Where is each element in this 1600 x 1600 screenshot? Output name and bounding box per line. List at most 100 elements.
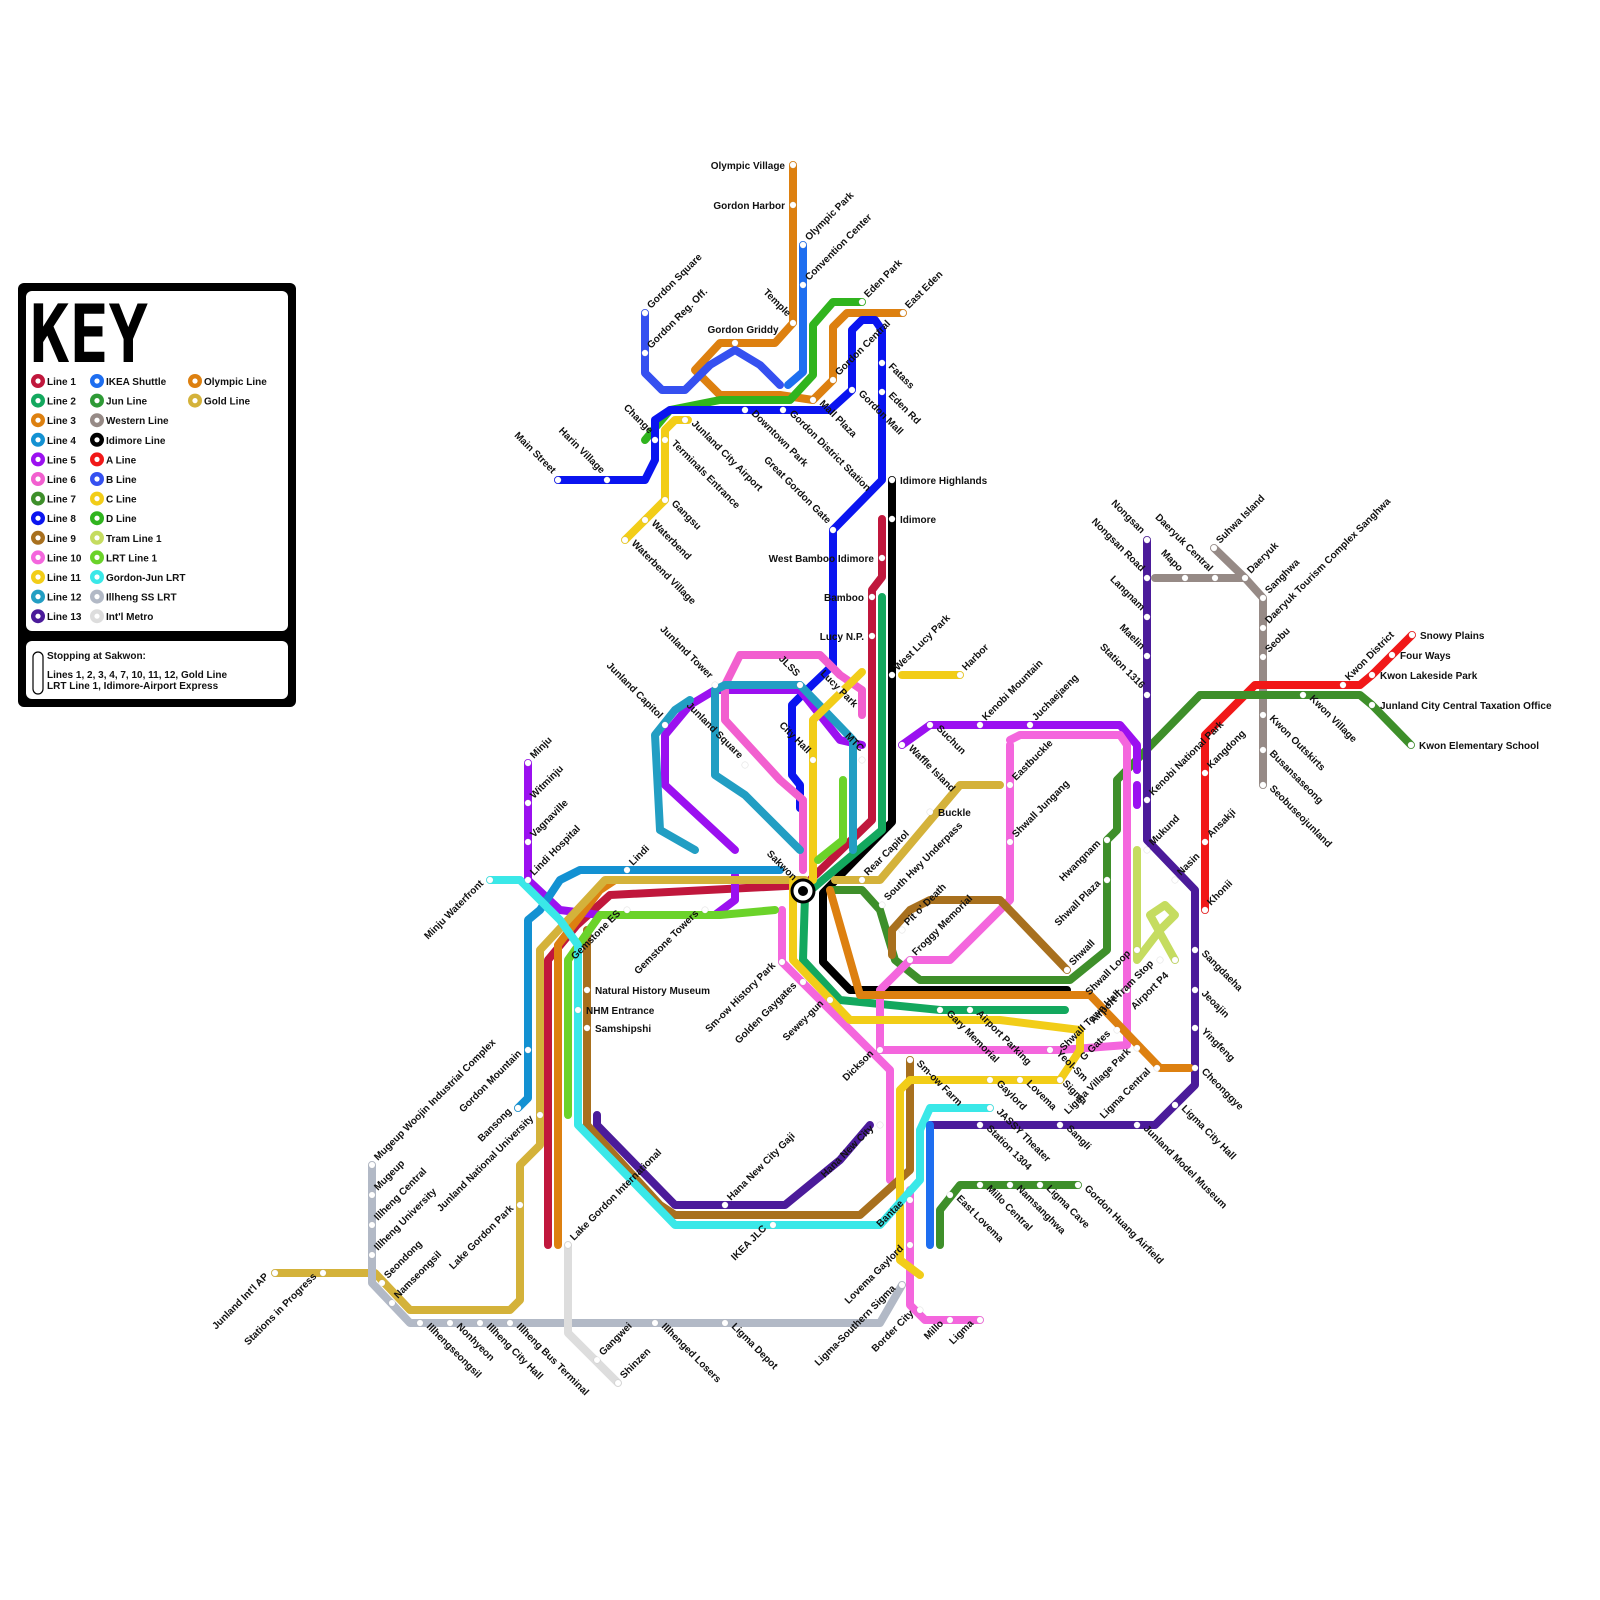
line-lrt-line-1-north[interactable] [814, 776, 847, 864]
station-dot [986, 1076, 994, 1084]
station-label: Daeryuk Tourism Complex Sanghwa [1263, 496, 1393, 626]
station-dot [614, 1379, 622, 1387]
station-hana-new-city-gaji[interactable]: Hana New City Gaji [721, 1131, 798, 1209]
line-line-5-north[interactable] [661, 686, 866, 854]
station-snowy-plains[interactable]: Snowy Plains [1408, 631, 1485, 642]
line-idimore-line[interactable] [819, 476, 1071, 994]
station-nhm-entrance[interactable]: NHM Entrance [574, 1006, 655, 1017]
line-line-9-east[interactable] [888, 896, 1071, 974]
station-minju-waterfront[interactable]: Minju Waterfront [422, 876, 494, 942]
line-line-9[interactable] [583, 926, 914, 1219]
station-cheonggye[interactable]: Cheonggye [1191, 1064, 1246, 1113]
station-hwangnam[interactable]: Hwangnam [1058, 836, 1111, 884]
station-eastbuckle[interactable]: Eastbuckle [1006, 738, 1056, 789]
line-line-11-north[interactable] [809, 668, 866, 884]
line-int-l-metro[interactable] [564, 1241, 622, 1387]
station-kwon-elementary-school[interactable]: Kwon Elementary School [1407, 741, 1539, 752]
station-label: Junland City Central Taxation Office [1380, 701, 1552, 712]
station-east-eden[interactable]: East Eden [899, 269, 946, 317]
station-bamboo[interactable]: Bamboo [824, 593, 876, 604]
line-line-6-south[interactable] [721, 686, 807, 874]
line-line-12-west[interactable] [651, 696, 699, 854]
station-dot [789, 201, 797, 209]
line-gold-line-east[interactable] [831, 781, 1004, 884]
station-dot [1201, 906, 1209, 914]
station-mugeup-woojin-industrial-complex[interactable]: Mugeup Woojin Industrial Complex [368, 1037, 499, 1169]
line-olympic-line[interactable] [691, 161, 907, 404]
station-great-gordon-gate[interactable]: Great Gordon Gate [761, 455, 837, 534]
station-buckle[interactable]: Buckle [926, 808, 971, 819]
station-convention-center[interactable]: Convention Center [799, 212, 875, 289]
station-lake-gordon-park[interactable]: Lake Gordon Park [447, 1201, 524, 1272]
station-junland-city-central-taxation-office[interactable]: Junland City Central Taxation Office [1368, 701, 1552, 712]
line-line-4[interactable] [514, 866, 784, 1112]
line-western-line-branch[interactable] [1210, 544, 1249, 582]
station-samshipshi[interactable]: Samshipshi [583, 1024, 652, 1035]
line-gordon-jun-lrt[interactable] [486, 876, 994, 1229]
station-gary-memorial[interactable]: Gary Memorial [936, 1006, 1001, 1066]
legend-label: D Line [106, 514, 137, 525]
legend-swatch-center [35, 574, 41, 580]
line-c-line[interactable] [621, 416, 692, 544]
station-label: Main Street [512, 430, 558, 476]
station-sm-ow-history-park[interactable]: Sm-ow History Park [704, 958, 786, 1035]
station-idimore-highlands[interactable]: Idimore Highlands [888, 476, 988, 487]
station-junland-tower[interactable]: Junland Tower [658, 624, 719, 689]
station-sangdaeha[interactable]: Sangdaeha [1191, 946, 1245, 994]
station-kwon-village[interactable]: Kwon Village [1299, 691, 1359, 746]
station-illhengseongsil[interactable]: Illhengseongsil [416, 1319, 483, 1381]
station-dot [721, 1201, 729, 1209]
station-ligma-city-hall[interactable]: Ligma City Hall [1171, 1101, 1238, 1163]
station-four-ways[interactable]: Four Ways [1388, 651, 1451, 662]
line-line-8[interactable] [554, 316, 886, 812]
station-minju[interactable]: Minju [524, 735, 555, 767]
station-kwon-outskirts[interactable]: Kwon Outskirts [1259, 711, 1327, 774]
station-illhenged-losers[interactable]: Illhenged Losers [651, 1319, 723, 1386]
station-idimore[interactable]: Idimore [888, 515, 937, 526]
legend-label: C Line [106, 495, 137, 506]
station-hana-new-city[interactable]: Hana New City [819, 1121, 884, 1180]
station-daeryuk-tourism-complex-sanghwa[interactable]: Daeryuk Tourism Complex Sanghwa [1259, 496, 1394, 632]
line-tram-line-1[interactable] [1133, 846, 1179, 964]
station-ligma-depot[interactable]: Ligma Depot [721, 1319, 780, 1373]
station-daeryuk-central[interactable]: Daeryuk Central [1153, 512, 1219, 582]
station-gangwei[interactable]: Gangwei [593, 1321, 635, 1364]
line-gold-line[interactable] [271, 876, 809, 1314]
station-shwall-jungang[interactable]: Shwall Jungang [1006, 779, 1072, 846]
station-station-1316[interactable]: Station 1316 [1097, 642, 1151, 699]
line-line-10[interactable] [778, 906, 894, 1184]
line-illheng-ss-lrt[interactable] [368, 1161, 906, 1327]
station-junland-capitol[interactable]: Junland Capitol [604, 660, 669, 729]
station-dot [368, 1161, 376, 1169]
station-west-bamboo-idimore[interactable]: West Bamboo Idimore [769, 554, 886, 565]
station-dot [651, 1319, 659, 1327]
line-lrt-line-1[interactable] [564, 906, 779, 1119]
legend-swatch-center [35, 456, 41, 462]
line-a-line[interactable] [1201, 631, 1416, 914]
station-seobuseojunland[interactable]: Seobuseojunland [1259, 781, 1334, 850]
station-natural-history-museum[interactable]: Natural History Museum [583, 986, 710, 997]
station-main-street[interactable]: Main Street [512, 430, 562, 484]
line-line-13-west[interactable] [593, 1111, 874, 1209]
sakwon-interchange[interactable] [790, 878, 816, 904]
station-harin-village[interactable]: Harin Village [556, 426, 611, 484]
station-kwon-lakeside-park[interactable]: Kwon Lakeside Park [1368, 671, 1478, 682]
line-line-6[interactable] [721, 651, 866, 719]
station-harbor[interactable]: Harbor [956, 642, 992, 679]
station-eden-park[interactable]: Eden Park [858, 257, 905, 306]
station-west-lucy-park[interactable]: West Lucy Park [888, 613, 953, 679]
station-olympic-village[interactable]: Olympic Village [711, 161, 797, 172]
line-line-3-east[interactable] [826, 886, 1194, 1072]
station-label: Gordon Huang Airfield [1082, 1183, 1165, 1266]
station-gordon-harbor[interactable]: Gordon Harbor [713, 201, 797, 212]
station-dot [1143, 536, 1151, 544]
station-juchaejaeng[interactable]: Juchaejaeng [1026, 672, 1081, 729]
station-suhwa-island[interactable]: Suhwa Island [1210, 493, 1268, 552]
station-gordon-griddy[interactable]: Gordon Griddy [707, 325, 779, 347]
line-b-line[interactable] [641, 309, 784, 394]
station-lucy-n-p[interactable]: Lucy N.P. [820, 632, 876, 643]
station-shwall-plaza[interactable]: Shwall Plaza [1053, 876, 1111, 929]
station-waffle-island[interactable]: Waffle Island [898, 741, 957, 795]
line-line-12[interactable] [711, 681, 857, 854]
line-line-5-east[interactable] [898, 721, 1141, 774]
